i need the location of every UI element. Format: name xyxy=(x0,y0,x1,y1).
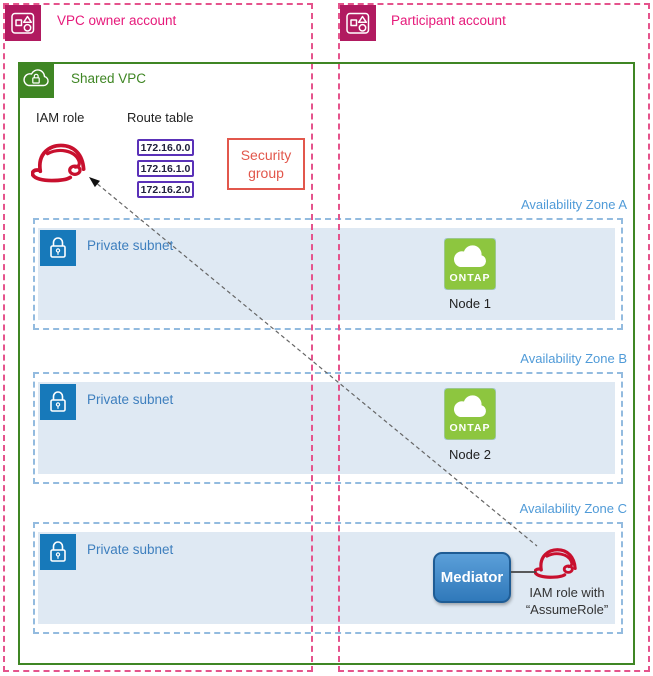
private-subnet-lock-icon xyxy=(40,384,76,420)
iam-assume-role-line2: “AssumeRole” xyxy=(525,602,609,617)
iam-role-hat-icon xyxy=(30,138,95,193)
availability-zone-c-label: Availability Zone C xyxy=(519,501,627,516)
account-icon xyxy=(340,5,376,41)
vpc-owner-account-label: VPC owner account xyxy=(57,13,177,28)
shared-vpc-label: Shared VPC xyxy=(71,71,147,86)
private-subnet-c xyxy=(38,532,615,624)
participant-account-label: Participant account xyxy=(391,13,506,28)
route-table-label: Route table xyxy=(127,110,194,125)
account-icon xyxy=(5,5,41,41)
private-subnet-a-label: Private subnet xyxy=(87,238,174,253)
iam-assume-role-line1: IAM role with xyxy=(529,585,605,600)
ontap-icon-label: ONTAP xyxy=(450,272,491,284)
private-subnet-b-label: Private subnet xyxy=(87,392,174,407)
shared-vpc-boundary xyxy=(18,62,635,665)
route-entry: 172.16.1.0 xyxy=(137,160,194,177)
node2-label: Node 2 xyxy=(449,447,491,462)
ontap-node2-icon: ONTAP xyxy=(443,387,497,445)
availability-zone-a-label: Availability Zone A xyxy=(521,197,627,212)
node1-label: Node 1 xyxy=(449,296,491,311)
vpc-lock-cloud-icon xyxy=(18,62,54,98)
mediator-box: Mediator xyxy=(433,552,511,603)
route-entry: 172.16.0.0 xyxy=(137,139,194,156)
private-subnet-c-label: Private subnet xyxy=(87,542,174,557)
availability-zone-b-label: Availability Zone B xyxy=(520,351,627,366)
private-subnet-lock-icon xyxy=(40,534,76,570)
ontap-icon-label: ONTAP xyxy=(450,422,491,434)
route-entry: 172.16.2.0 xyxy=(137,181,194,198)
security-group-box: Security group xyxy=(227,138,305,190)
iam-assume-role-hat-icon xyxy=(533,544,584,588)
private-subnet-lock-icon xyxy=(40,230,76,266)
ontap-node1-icon: ONTAP xyxy=(443,237,497,295)
iam-assume-role-caption: IAM role with “AssumeRole” xyxy=(514,584,620,618)
iam-role-label: IAM role xyxy=(36,110,85,125)
